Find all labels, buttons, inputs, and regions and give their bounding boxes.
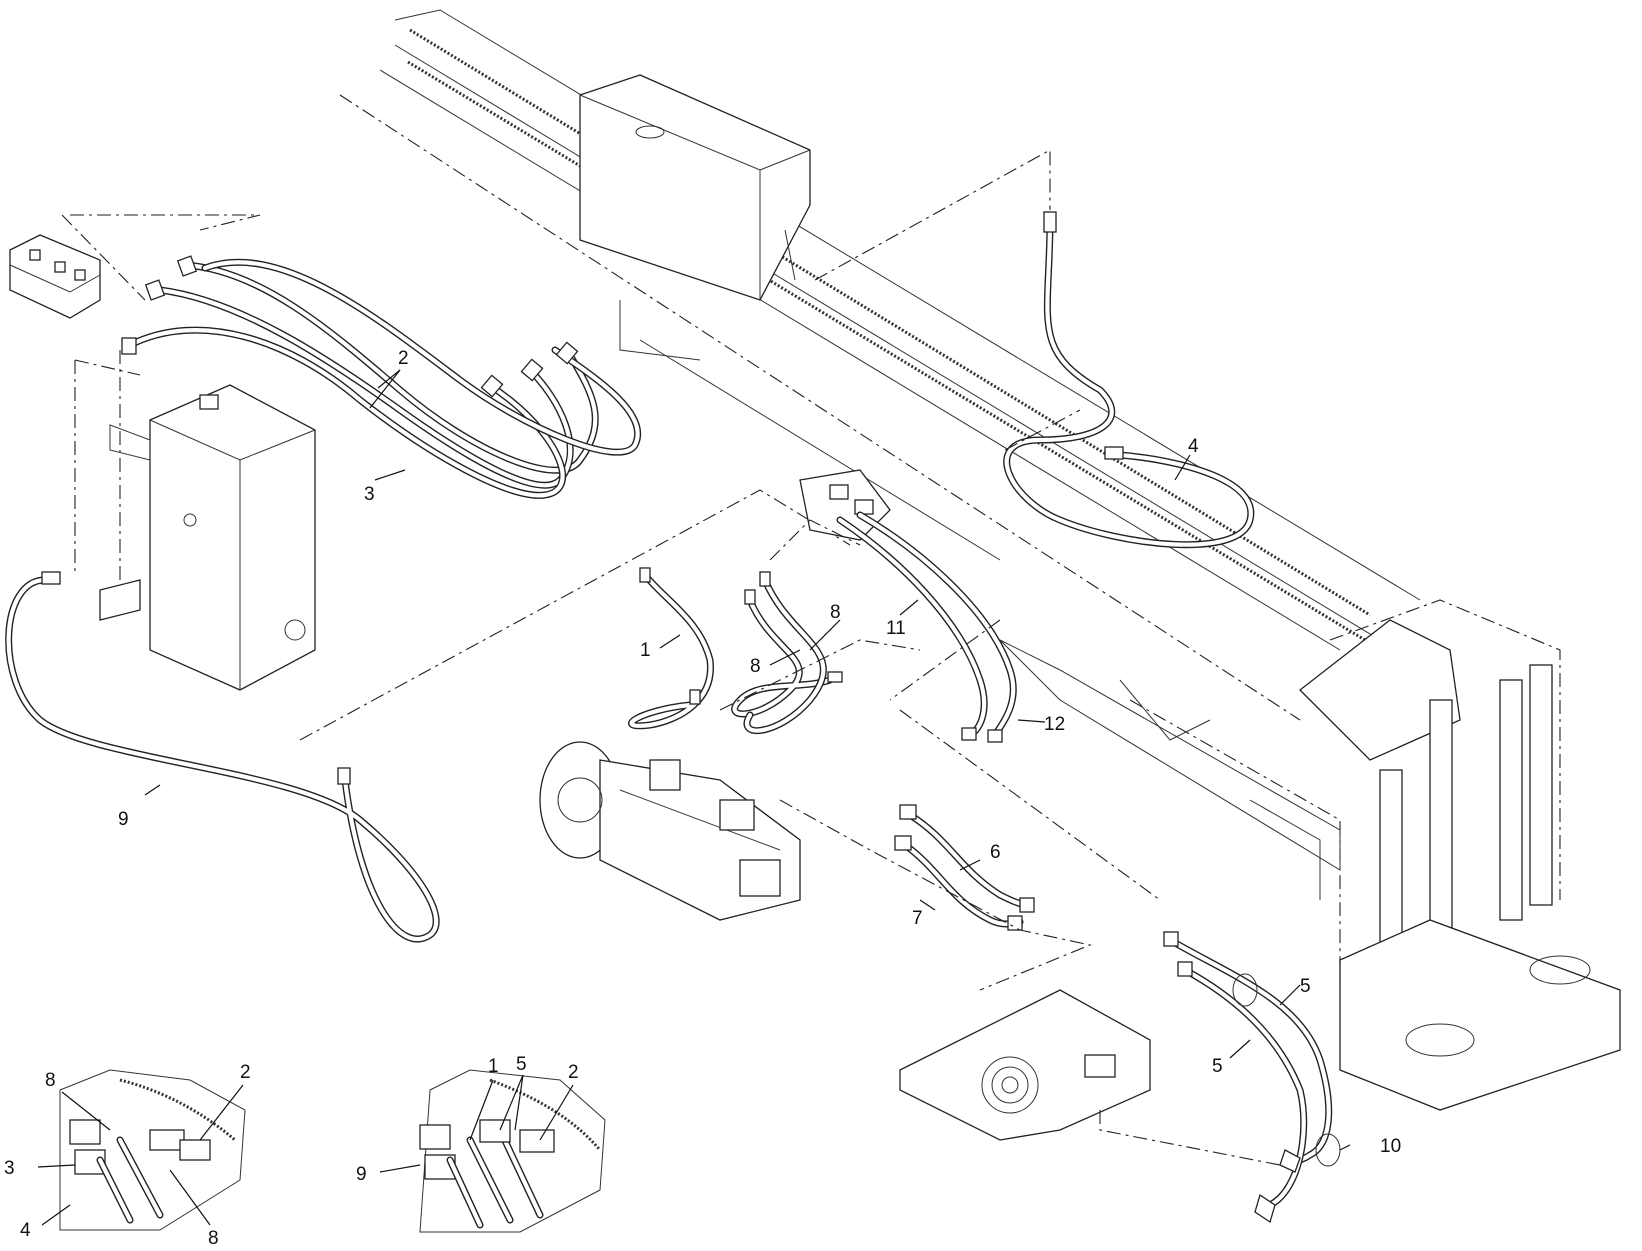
callout-12: 12 xyxy=(1044,714,1065,735)
detail-left-callout-2: 2 xyxy=(240,1062,251,1083)
detail-right-callout-2: 2 xyxy=(568,1062,579,1083)
callout-8-upper: 8 xyxy=(830,602,841,623)
detail-right-callout-5: 5 xyxy=(516,1054,527,1075)
hydraulic-tank xyxy=(99,384,316,691)
callout-10: 10 xyxy=(1380,1136,1401,1157)
hose-11-12 xyxy=(836,511,1017,743)
hose-4 xyxy=(814,149,1255,549)
detail-left-callout-8-top: 8 xyxy=(45,1070,56,1091)
mast-tower xyxy=(1129,599,1621,1111)
detail-right-callout-9: 9 xyxy=(356,1164,367,1185)
hose-5-10 xyxy=(899,709,1341,1224)
callout-1: 1 xyxy=(640,640,651,661)
hose-6-7 xyxy=(779,799,1092,991)
detail-left-callout-8-bottom: 8 xyxy=(208,1228,219,1249)
callout-3: 3 xyxy=(364,484,375,505)
control-valve xyxy=(9,214,261,319)
callout-leaders xyxy=(37,369,1351,1226)
hose-8 xyxy=(731,571,843,734)
detail-right-callout-1: 1 xyxy=(488,1056,499,1077)
detail-left-callout-4: 4 xyxy=(20,1220,31,1241)
callout-5-lower: 5 xyxy=(1212,1056,1223,1077)
boom-tank-box xyxy=(579,74,811,301)
hose-2-3-bundle xyxy=(121,255,642,499)
callout-2: 2 xyxy=(398,348,409,369)
hose-1 xyxy=(627,567,714,730)
callout-11: 11 xyxy=(886,618,906,639)
callout-4: 4 xyxy=(1188,436,1199,457)
boom-cradle xyxy=(999,639,1341,900)
callouts: 2 3 4 1 8 8 11 12 9 6 7 5 5 10 8 2 3 4 8… xyxy=(4,348,1401,1249)
hose-9 xyxy=(5,489,851,943)
callout-6: 6 xyxy=(990,842,1001,863)
callout-5-upper: 5 xyxy=(1300,976,1311,997)
boom-frame xyxy=(339,9,1421,721)
callout-9: 9 xyxy=(118,809,129,830)
detail-view-right xyxy=(419,1069,606,1233)
callout-7: 7 xyxy=(912,908,923,929)
detail-left-callout-3: 3 xyxy=(4,1158,15,1179)
callout-8-lower: 8 xyxy=(750,656,761,677)
detail-view-left xyxy=(59,1069,246,1231)
floor-plate xyxy=(899,989,1151,1141)
pump-assembly xyxy=(539,741,801,921)
